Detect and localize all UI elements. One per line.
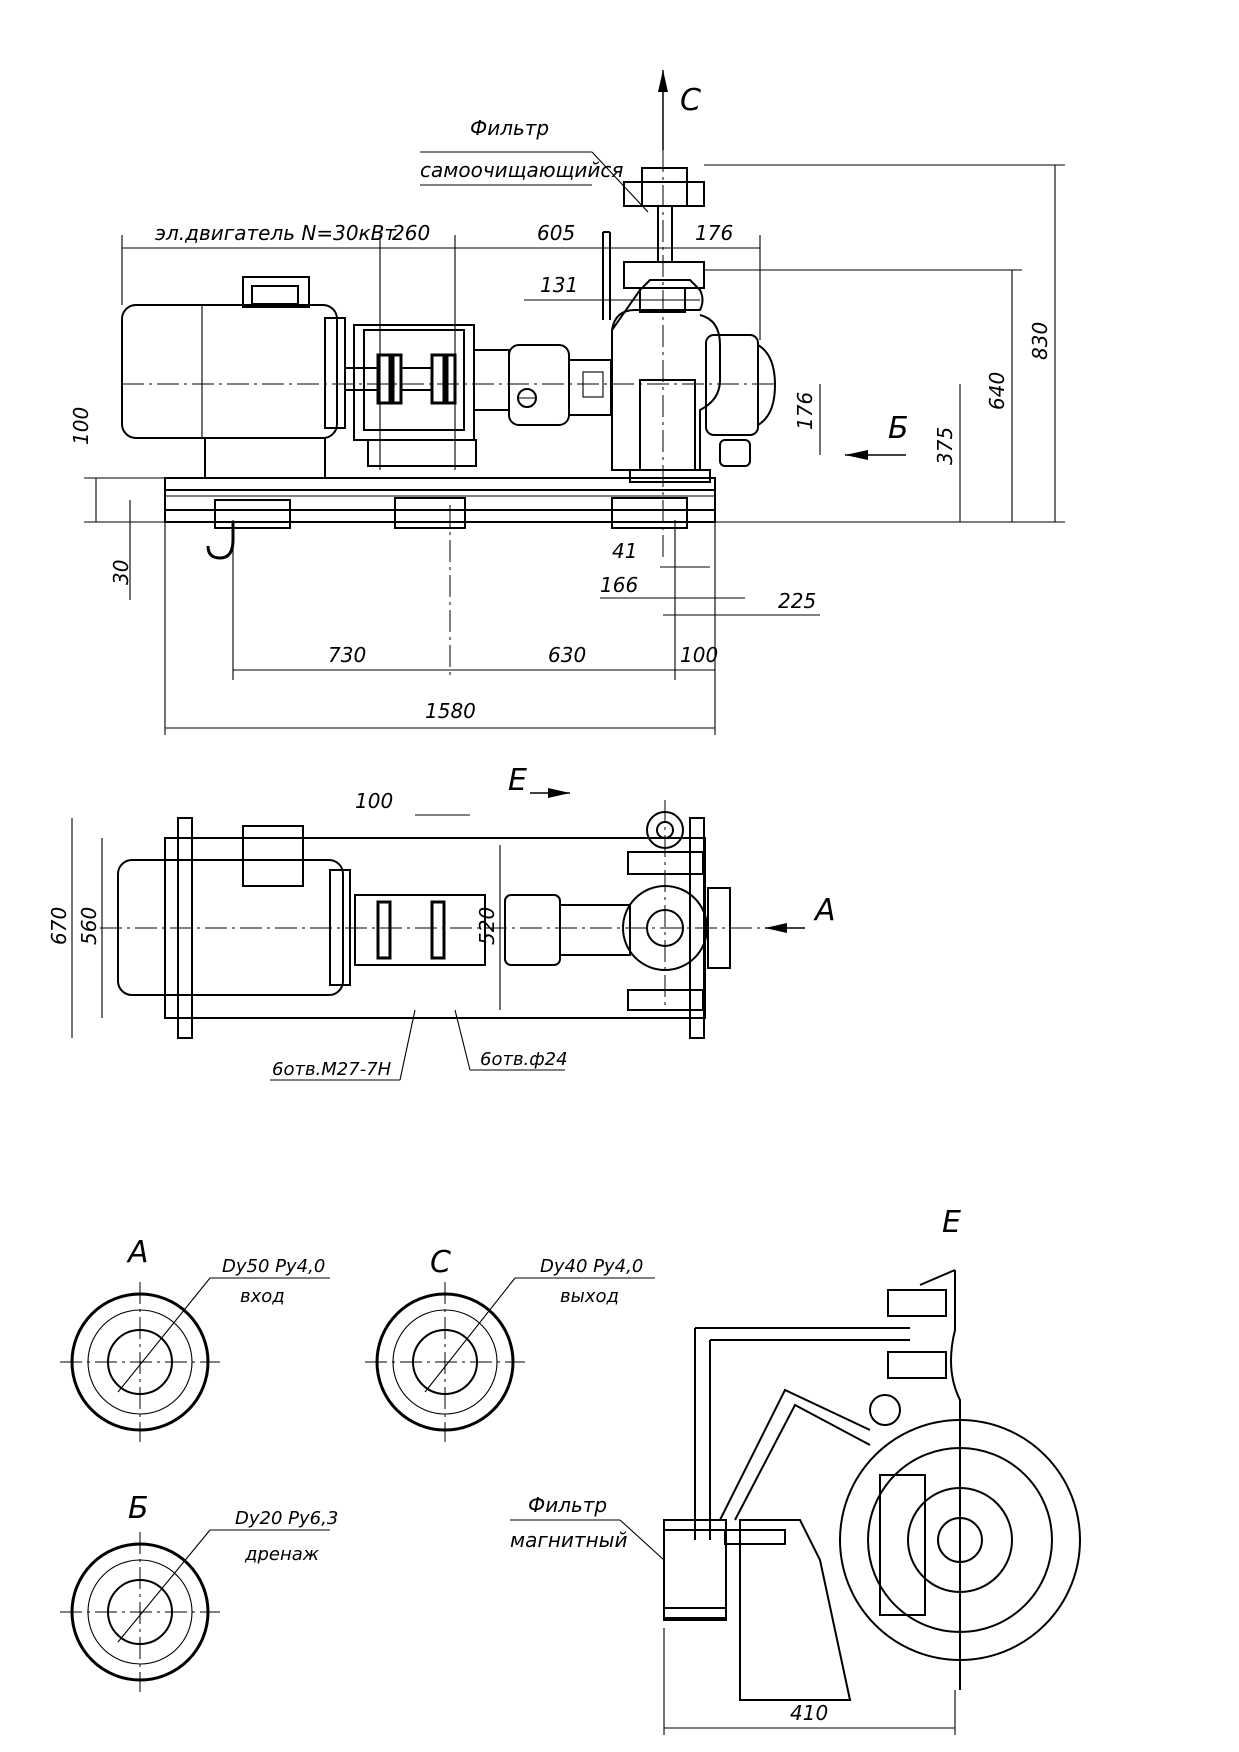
dim-260: 260 (392, 221, 430, 245)
filter-label-2: самоочищающийся (420, 158, 623, 182)
dim-131: 131 (540, 273, 578, 297)
pump-side-flange (705, 334, 759, 436)
coupling-left (376, 353, 392, 405)
flange-a-spec: Dу50 Рy4,0 (222, 1256, 325, 1277)
view-a-marker: А (813, 893, 836, 928)
dim-375: 375 (933, 427, 957, 465)
flange-b-spec: Dу20 Рy6,3 (235, 1508, 338, 1529)
dim-100-left: 100 (69, 407, 93, 445)
dim-176b: 176 (793, 392, 817, 430)
dim-410: 410 (790, 1701, 828, 1725)
motor-foot (204, 437, 326, 479)
flange-b-title: Б (128, 1491, 149, 1526)
view-b-marker: Б (888, 411, 909, 446)
dim-830: 830 (1028, 322, 1052, 360)
flange-view-c: С Dу40 Рy4,0 выход (365, 1245, 655, 1442)
dim-176a: 176 (695, 221, 733, 245)
plan-view: Е А 100 670 560 520 6отв.М27-7Н 6отв.ф24 (47, 763, 836, 1081)
flange-c-spec2: выход (560, 1286, 619, 1307)
detail-e-title: Е (942, 1205, 961, 1240)
flange-view-a: А Dу50 Рy4,0 вход (60, 1235, 330, 1442)
drain-nozzle (719, 439, 751, 467)
flange-c-spec: Dу40 Рy4,0 (540, 1256, 643, 1277)
detail-pump-casing (839, 1419, 1081, 1661)
dim-166: 166 (600, 573, 638, 597)
motor-label: эл.двигатель N=30кВт (155, 221, 397, 245)
base-frame (164, 477, 716, 491)
dim-520: 520 (475, 907, 499, 945)
holes-plain-label: 6отв.ф24 (480, 1049, 568, 1070)
flange-view-b: Б Dу20 Рy6,3 дренаж (60, 1491, 338, 1692)
dim-560: 560 (77, 907, 101, 945)
flange-c-title: С (430, 1245, 451, 1280)
dim-730: 730 (328, 643, 366, 667)
dim-100-plan: 100 (355, 789, 393, 813)
view-c-marker: С (680, 83, 701, 118)
dim-100-bottom: 100 (680, 643, 718, 667)
dim-670: 670 (47, 907, 71, 945)
dim-630: 630 (548, 643, 586, 667)
motor-flange (324, 317, 346, 429)
mag-filter-label-1: Фильтр (528, 1493, 607, 1517)
dim-30: 30 (109, 560, 133, 585)
dim-1580: 1580 (425, 699, 476, 723)
dim-41: 41 (612, 539, 637, 563)
side-view: С Б Фильтр самоочищающийся эл.двигатель … (69, 70, 1065, 735)
filter-label-1: Фильтр (470, 116, 549, 140)
flange-a-title: А (126, 1235, 149, 1270)
holes-thread-label: 6отв.М27-7Н (272, 1059, 392, 1080)
view-e-marker: Е (508, 763, 527, 798)
flange-a-spec2: вход (240, 1286, 285, 1307)
dim-605: 605 (537, 221, 575, 245)
detail-view-e: Е Фильтр магнитный 410 (510, 1205, 1081, 1735)
bearing-housing (473, 349, 510, 411)
dim-640: 640 (985, 372, 1009, 410)
pump-volute (611, 279, 704, 331)
terminal-box (242, 276, 310, 308)
coupling-right (430, 353, 446, 405)
motor-body (121, 304, 338, 439)
self-cleaning-filter (623, 181, 705, 207)
flange-b-spec2: дренаж (244, 1544, 320, 1565)
mag-filter-label-2: магнитный (510, 1528, 627, 1552)
dim-225: 225 (778, 589, 816, 613)
